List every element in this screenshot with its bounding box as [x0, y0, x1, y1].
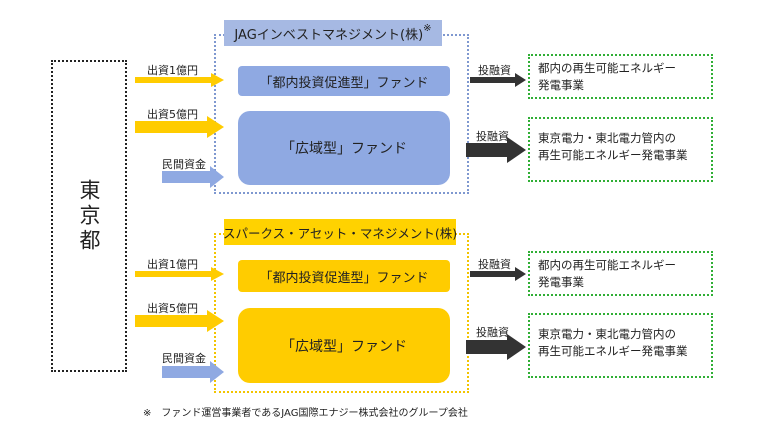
sparx-invest-5-arrow — [135, 310, 224, 332]
sparx-invest-1-arrow — [135, 267, 224, 281]
target-line: 発電事業 — [538, 275, 584, 289]
target-line: 都内の再生可能エネルギー — [538, 258, 676, 272]
target-line: 東京電力・東北電力管内の — [538, 327, 676, 341]
jag-loan-1-label: 投融資 — [478, 64, 511, 77]
jag-loan-2-arrow — [466, 137, 526, 163]
jag-title-text: JAGインベストマネジメント(株) — [234, 27, 424, 43]
jag-invest-1-label: 出資1億円 — [147, 64, 198, 77]
tokyo-label: 東京都 — [77, 178, 101, 254]
sparx-invest-5-label: 出資5億円 — [147, 302, 198, 315]
jag-fund-tonai: 「都内投資促進型」ファンド — [238, 66, 450, 96]
sparx-loan-2-label: 投融資 — [476, 326, 509, 339]
jag-private-label: 民間資金 — [162, 158, 206, 171]
jag-invest-1-arrow — [135, 73, 224, 87]
jag-invest-5-arrow — [135, 116, 224, 138]
jag-loan-2-label: 投融資 — [476, 130, 509, 143]
sparx-title: スパークス・アセット・マネジメント(株) — [222, 219, 458, 245]
jag-fund-kouiki: 「広域型」ファンド — [238, 111, 450, 185]
sparx-private-arrow — [162, 361, 224, 383]
sparx-loan-1-label: 投融資 — [478, 258, 511, 271]
jag-target-kouiki: 東京電力・東北電力管内の 再生可能エネルギー発電事業 — [528, 117, 713, 182]
jag-target-tonai: 都内の再生可能エネルギー 発電事業 — [528, 54, 713, 99]
sparx-loan-1-arrow — [470, 267, 526, 281]
target-line: 再生可能エネルギー発電事業 — [538, 344, 688, 358]
jag-loan-1-arrow — [470, 73, 526, 87]
jag-title-mark: ※ — [423, 22, 432, 34]
target-line: 都内の再生可能エネルギー — [538, 61, 676, 75]
jag-private-arrow — [162, 166, 224, 188]
sparx-fund-tonai: 「都内投資促進型」ファンド — [238, 260, 450, 292]
sparx-private-label: 民間資金 — [162, 352, 206, 365]
sparx-loan-2-arrow — [466, 334, 526, 360]
footnote: ※ ファンド運営事業者であるJAG国際エナジー株式会社のグループ会社 — [143, 408, 468, 419]
sparx-invest-1-label: 出資1億円 — [147, 258, 198, 271]
sparx-fund-kouiki: 「広域型」ファンド — [238, 308, 450, 383]
jag-title: JAGインベストマネジメント(株)※ — [224, 20, 442, 46]
jag-invest-5-label: 出資5億円 — [147, 108, 198, 121]
sparx-target-kouiki: 東京電力・東北電力管内の 再生可能エネルギー発電事業 — [528, 313, 713, 378]
tokyo-box: 東京都 — [51, 60, 127, 372]
sparx-target-tonai: 都内の再生可能エネルギー 発電事業 — [528, 251, 713, 296]
target-line: 発電事業 — [538, 78, 584, 92]
sparx-title-text: スパークス・アセット・マネジメント(株) — [222, 225, 458, 241]
target-line: 東京電力・東北電力管内の — [538, 131, 676, 145]
target-line: 再生可能エネルギー発電事業 — [538, 148, 688, 162]
